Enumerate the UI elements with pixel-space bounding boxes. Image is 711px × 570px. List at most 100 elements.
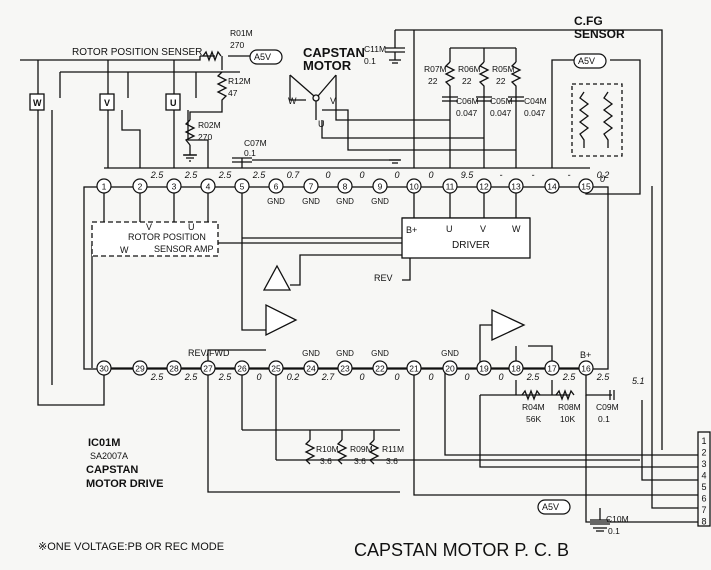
label-hall-w: W xyxy=(33,98,42,108)
component-value-r12m: 47 xyxy=(228,88,238,98)
bottom-pin-30: 30 xyxy=(96,360,112,376)
bottom-pin-23-marker xyxy=(337,360,353,376)
bottom-pin-19-marker xyxy=(476,360,492,376)
ic-part: SA2007A xyxy=(90,451,128,461)
comparator-upper xyxy=(262,264,292,291)
top-pin-15-number: 15 xyxy=(581,182,591,192)
label-a5v-2: A5V xyxy=(578,56,595,66)
bottom-pin-29-voltage: 2.5 xyxy=(150,372,165,382)
top-pin-7-gnd-label: GND xyxy=(302,197,320,206)
top-pin-13-marker xyxy=(508,178,524,194)
connector-pin-7: 7 xyxy=(701,505,706,515)
footnote: ※ONE VOLTAGE:PB OR REC MODE xyxy=(38,541,224,553)
bottom-pin-26-number: 26 xyxy=(237,364,247,374)
top-pin-2-marker xyxy=(132,178,148,194)
label-hall-v: V xyxy=(104,98,110,108)
bottom-pin-17-voltage: 2.5 xyxy=(562,372,577,382)
top-pin-8-voltage: 0 xyxy=(359,170,364,180)
hall-elements xyxy=(29,93,181,111)
connector-pin-4: 4 xyxy=(701,471,706,481)
bottom-pin-19: 190 xyxy=(476,360,504,382)
bottom-pin-22-number: 22 xyxy=(375,364,385,374)
label-amp-w: W xyxy=(120,245,129,255)
label-mot-v: V xyxy=(330,96,336,106)
top-pin-6-voltage: 0.7 xyxy=(287,170,301,180)
top-pin-2: 22.5 xyxy=(132,170,164,194)
top-pin-9-marker xyxy=(372,178,388,194)
bottom-pin-28-marker xyxy=(166,360,182,376)
connector-pin-3: 3 xyxy=(701,459,706,469)
component-ref-r08m: R08M xyxy=(558,402,581,412)
resistor-r10m xyxy=(304,439,316,465)
bottom-pin-21-voltage: 0 xyxy=(428,372,433,382)
wiring xyxy=(20,29,711,527)
top-pin-14-number: 14 xyxy=(547,182,557,192)
label-rev-fwd: REV/FWD xyxy=(188,348,230,358)
label-rotor-position-sensor: ROTOR POSITION SENSER xyxy=(72,47,202,58)
label-mot-w: W xyxy=(288,96,297,106)
resistor-r07m xyxy=(444,61,456,90)
ground-symbols xyxy=(183,59,607,532)
top-pin-12-marker xyxy=(476,178,492,194)
component-ref-c05m: C05M xyxy=(490,96,513,106)
top-pin-12-number: 12 xyxy=(479,182,489,192)
bottom-pin-27-number: 27 xyxy=(203,364,213,374)
label-amp-u: U xyxy=(188,222,195,232)
bottom-pin-17-number: 17 xyxy=(547,364,557,374)
component-ref-r11m: R11M xyxy=(382,444,404,454)
capstan-motor-symbol xyxy=(289,74,337,120)
bottom-pin-21-marker xyxy=(406,360,422,376)
component-value-c09m: 0.1 xyxy=(598,414,610,424)
top-pin-10-voltage: 0 xyxy=(428,170,433,180)
component-ref-r05m: R05M xyxy=(492,64,515,74)
bottom-pin-20-number: 20 xyxy=(445,364,455,374)
resistor-r06m xyxy=(478,61,490,90)
bottom-pin-29: 292.5 xyxy=(132,360,165,382)
bottom-pin-28-voltage: 2.5 xyxy=(184,372,199,382)
label-cfg-sensor-2: SENSOR xyxy=(574,27,625,41)
resistor-r02m xyxy=(184,119,196,146)
top-pin-10-marker xyxy=(406,178,422,194)
label-mot-u: U xyxy=(318,119,325,129)
top-pin-3-number: 3 xyxy=(172,182,177,192)
component-value-c04m: 0.047 xyxy=(524,108,546,118)
component-value-r04m: 56K xyxy=(526,414,541,424)
bottom-pin-17: 172.5 xyxy=(544,360,577,382)
resistor-r04m xyxy=(521,389,541,401)
text-labels: ROTOR POSITION SENSER CAPSTAN MOTOR C.FG… xyxy=(33,14,645,560)
top-pin-9-number: 9 xyxy=(378,182,383,192)
bottom-end-voltage: 5.1 xyxy=(632,376,645,386)
ic-body-outline xyxy=(83,186,609,370)
bottom-pin-27-voltage: 2.5 xyxy=(218,372,233,382)
top-pin-6-number: 6 xyxy=(274,182,279,192)
top-pin-13-number: 13 xyxy=(511,182,521,192)
top-pin-12: 12- xyxy=(476,170,503,194)
component-ref-c06m: C06M xyxy=(456,96,479,106)
component-value-c06m: 0.047 xyxy=(456,108,478,118)
connector-pin-8: 8 xyxy=(701,517,706,527)
top-pin-1-number: 1 xyxy=(102,182,107,192)
bottom-pin-18-voltage: 2.5 xyxy=(526,372,541,382)
component-ref-r10m: R10M xyxy=(316,444,339,454)
top-pin-7-number: 7 xyxy=(309,182,314,192)
component-value-r06m: 22 xyxy=(462,76,472,86)
component-ref-c11m: C11M xyxy=(364,44,386,54)
label-drv-v: V xyxy=(480,224,486,234)
component-value-r08m: 10K xyxy=(560,414,575,424)
top-pin-4-number: 4 xyxy=(206,182,211,192)
bottom-pin-18-number: 18 xyxy=(511,364,521,374)
bottom-pin-24-gnd-label: GND xyxy=(302,349,320,358)
bottom-pin-28-number: 28 xyxy=(169,364,179,374)
top-pin-1: 1 xyxy=(96,178,112,194)
bottom-pin-26-voltage: 0 xyxy=(256,372,261,382)
connector-pin-6: 6 xyxy=(701,494,706,504)
connector-pin-2: 2 xyxy=(701,448,706,458)
top-pin-11-marker xyxy=(442,178,458,194)
resistor-r12m xyxy=(216,71,228,106)
